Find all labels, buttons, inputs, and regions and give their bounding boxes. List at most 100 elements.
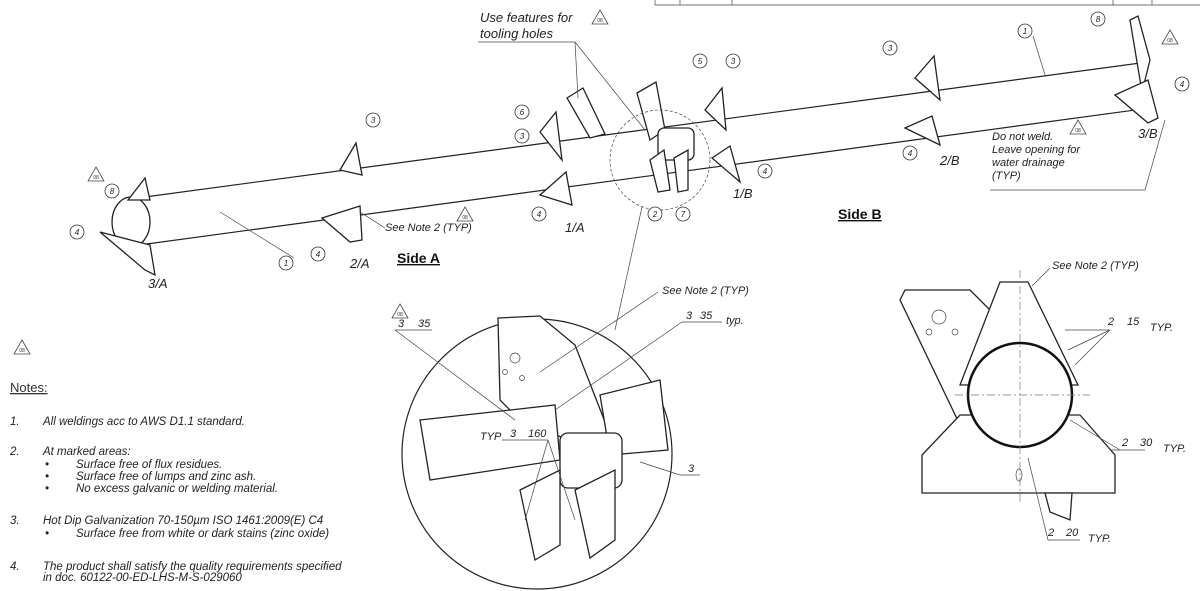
note-1-num: 1. bbox=[10, 416, 20, 428]
svg-text:08: 08 bbox=[93, 175, 99, 181]
note-4-num: 4. bbox=[10, 561, 20, 573]
balloon: 4 bbox=[69, 224, 85, 240]
svg-text:4: 4 bbox=[316, 250, 321, 259]
svg-text:08: 08 bbox=[1167, 38, 1173, 44]
weld-symbol-small: 3 bbox=[688, 463, 695, 475]
section-weld-2-suffix: TYP. bbox=[1163, 443, 1186, 455]
detail-view bbox=[394, 291, 722, 590]
see-note-2-callout: See Note 2 (TYP) bbox=[385, 222, 472, 234]
section-weld-3-size: 2 bbox=[1047, 527, 1054, 539]
position-3a: 3/A bbox=[148, 276, 168, 291]
title-block-strip bbox=[654, 0, 1200, 6]
section-weld-1-length: 15 bbox=[1127, 316, 1140, 328]
svg-text:2: 2 bbox=[652, 210, 658, 219]
svg-text:4: 4 bbox=[537, 210, 542, 219]
side-b-label: Side B bbox=[838, 206, 882, 222]
drainage-note-line4: (TYP) bbox=[992, 170, 1021, 182]
balloon: 4 bbox=[757, 163, 773, 179]
note-2-text: At marked areas: bbox=[42, 446, 131, 458]
section-weld-1-suffix: TYP. bbox=[1150, 322, 1173, 334]
detail-circle-marker bbox=[609, 109, 711, 211]
position-2a: 2/A bbox=[349, 256, 370, 271]
svg-text:5: 5 bbox=[698, 57, 703, 66]
weld-symbol-left-length: 35 bbox=[418, 318, 431, 330]
weld-symbol-mid-size: 3 bbox=[510, 428, 517, 440]
balloon: 6 bbox=[514, 104, 530, 120]
section-weld-2-size: 2 bbox=[1121, 437, 1128, 449]
balloon: 4 bbox=[531, 206, 547, 222]
balloon: 4 bbox=[310, 246, 326, 262]
svg-text:08: 08 bbox=[462, 215, 468, 221]
balloon: 3 bbox=[725, 53, 741, 69]
svg-text:4: 4 bbox=[908, 149, 913, 158]
svg-text:•: • bbox=[45, 459, 49, 471]
side-a-label: Side A bbox=[397, 250, 440, 266]
position-1a: 1/A bbox=[565, 220, 585, 235]
svg-text:3: 3 bbox=[888, 44, 893, 53]
weld-symbol-mid-length: 160 bbox=[528, 428, 547, 440]
section-weld-1-size: 2 bbox=[1107, 316, 1114, 328]
svg-text:4: 4 bbox=[763, 167, 768, 176]
balloon: 7 bbox=[675, 206, 691, 222]
section-weld-3-suffix: TYP. bbox=[1088, 533, 1111, 545]
section-weld-3-length: 20 bbox=[1065, 527, 1079, 539]
svg-text:3: 3 bbox=[371, 116, 376, 125]
section-view bbox=[899, 267, 1145, 541]
note-2-bullet-1: Surface free of flux residues. bbox=[76, 459, 222, 471]
balloon: 2 bbox=[647, 206, 663, 222]
balloon: 8 bbox=[104, 183, 120, 199]
weld-symbol-left-size: 3 bbox=[398, 318, 405, 330]
balloon: 3 bbox=[514, 128, 530, 144]
svg-text:•: • bbox=[45, 528, 49, 540]
position-3b: 3/B bbox=[1138, 126, 1158, 141]
tooling-holes-note: Use features for bbox=[480, 10, 573, 25]
balloon: 3 bbox=[882, 40, 898, 56]
svg-text:08: 08 bbox=[597, 18, 603, 24]
drainage-note: Do not weld. bbox=[992, 131, 1053, 143]
svg-text:3: 3 bbox=[731, 57, 736, 66]
weld-symbol-right-length: 35 bbox=[700, 310, 713, 322]
revision-marks: 08 08 08 08 08 08 08 bbox=[13, 9, 1179, 355]
balloon: 8 bbox=[1090, 11, 1106, 27]
position-1b: 1/B bbox=[733, 186, 753, 201]
leader-lines bbox=[219, 35, 1166, 259]
section-see-note-2: See Note 2 (TYP) bbox=[1052, 260, 1139, 272]
svg-text:8: 8 bbox=[1096, 15, 1101, 24]
svg-text:6: 6 bbox=[520, 108, 525, 117]
svg-text:4: 4 bbox=[75, 228, 80, 237]
note-3-bullet-1: Surface free from white or dark stains (… bbox=[76, 528, 329, 540]
svg-text:08: 08 bbox=[19, 348, 25, 354]
note-2-bullet-3: No excess galvanic or welding material. bbox=[76, 483, 278, 495]
weld-symbol-right-suffix: typ. bbox=[726, 315, 744, 327]
position-2b: 2/B bbox=[939, 153, 960, 168]
balloon: 1 bbox=[1017, 23, 1033, 39]
svg-text:4: 4 bbox=[1180, 80, 1185, 89]
pipe-assembly bbox=[99, 15, 1159, 331]
notes-block: Notes: 1. All weldings acc to AWS D1.1 s… bbox=[9, 380, 342, 584]
svg-text:•: • bbox=[45, 483, 49, 495]
item-balloons: 8 4 1 4 3 4 3 6 5 3 2 7 4 3 1 8 4 4 bbox=[69, 11, 1190, 271]
note-3-text: Hot Dip Galvanization 70-150µm ISO 1461:… bbox=[43, 515, 323, 527]
balloon: 3 bbox=[365, 112, 381, 128]
svg-text:3: 3 bbox=[520, 132, 525, 141]
detail-see-note-2: See Note 2 (TYP) bbox=[662, 285, 749, 297]
drainage-note-line2: Leave opening for bbox=[992, 144, 1081, 156]
section-weld-2-length: 30 bbox=[1140, 437, 1153, 449]
note-4-text-line2: in doc. 60122-00-ED-LHS-M-S-029060 bbox=[43, 572, 242, 584]
balloon: 5 bbox=[692, 53, 708, 69]
note-3-num: 3. bbox=[10, 515, 20, 527]
svg-text:08: 08 bbox=[397, 312, 403, 318]
svg-text:8: 8 bbox=[110, 187, 115, 196]
note-1-text: All weldings acc to AWS D1.1 standard. bbox=[42, 416, 245, 428]
weld-symbol-right-size: 3 bbox=[686, 310, 693, 322]
note-2-bullet-2: Surface free of lumps and zinc ash. bbox=[76, 471, 256, 483]
svg-text:1: 1 bbox=[1023, 27, 1027, 36]
tooling-holes-note-line2: tooling holes bbox=[480, 26, 553, 41]
balloon: 1 bbox=[278, 255, 294, 271]
drainage-note-line3: water drainage bbox=[992, 157, 1065, 169]
note-2-num: 2. bbox=[9, 446, 20, 458]
svg-text:1: 1 bbox=[284, 259, 288, 268]
svg-text:•: • bbox=[45, 471, 49, 483]
note-4-text: The product shall satisfy the quality re… bbox=[43, 561, 342, 573]
